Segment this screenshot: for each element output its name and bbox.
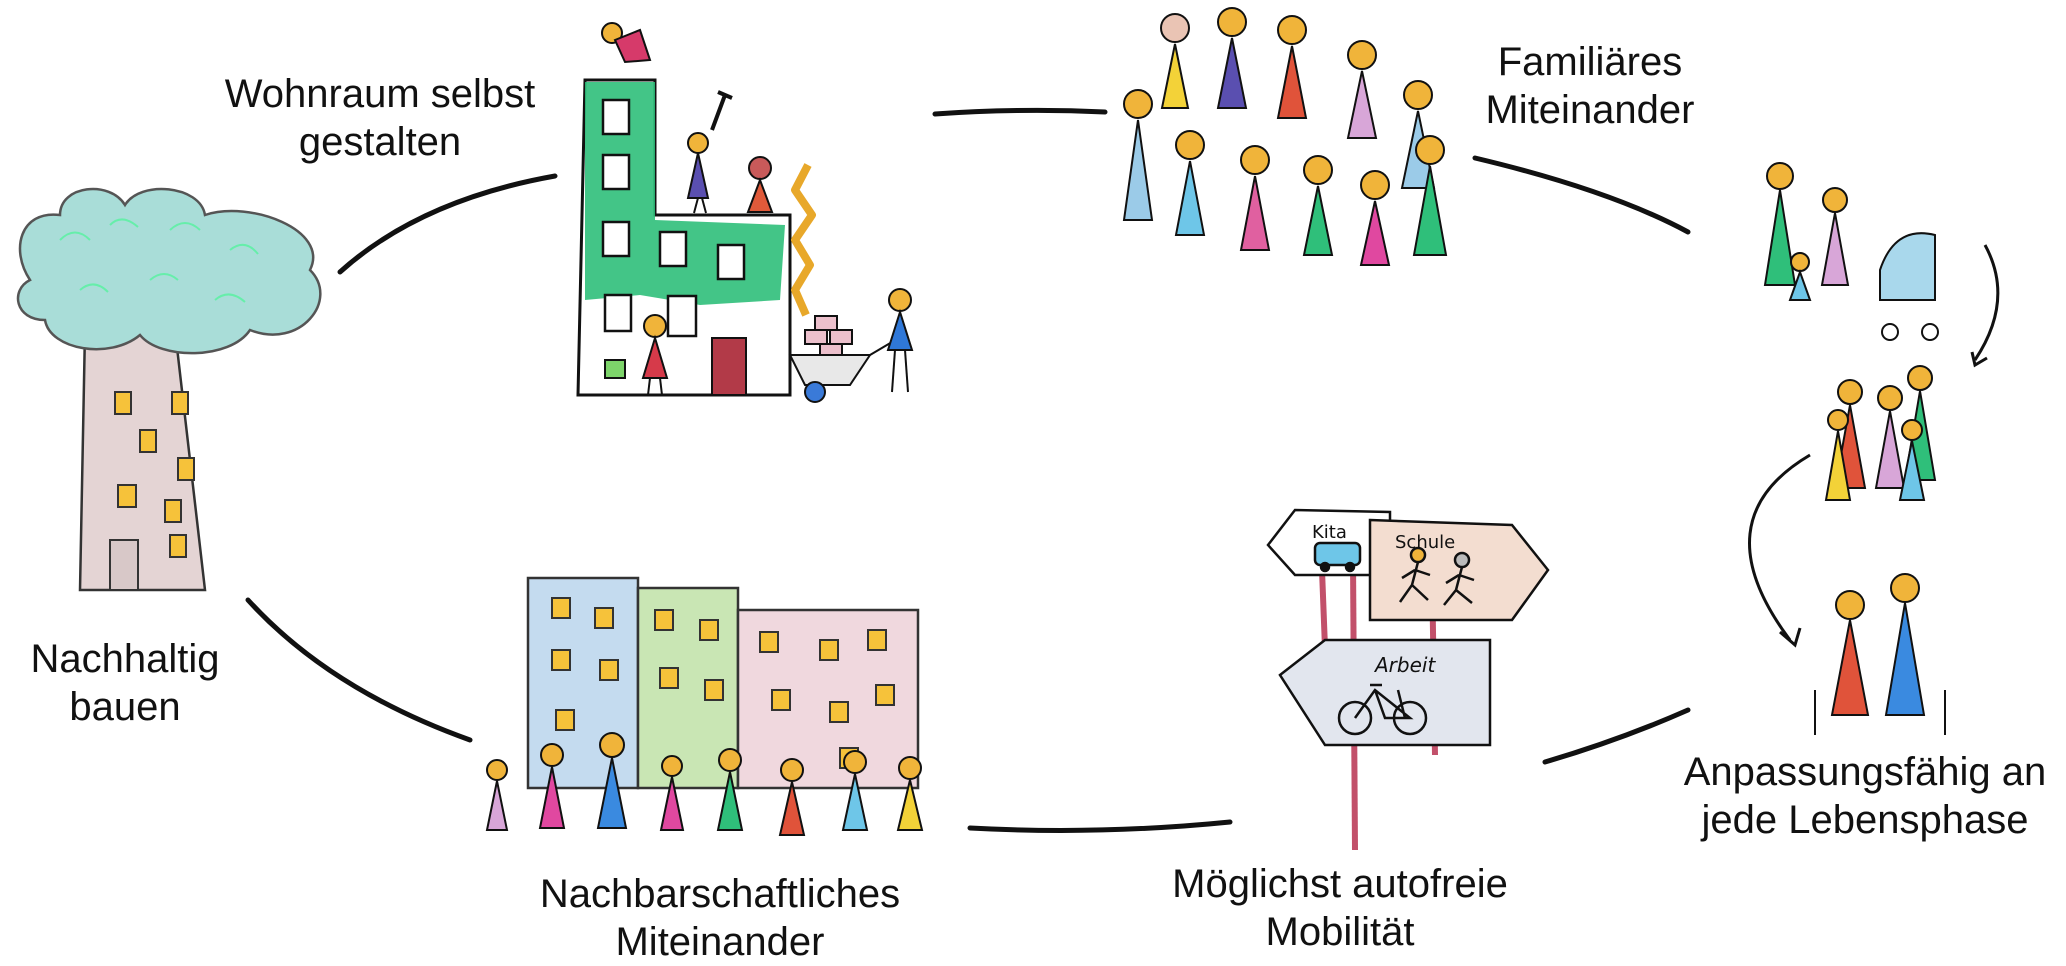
label-anpassung-line1: Anpassungsfähig an [1683,750,2047,794]
arc-signpost-to-neighbourhood [967,819,1233,833]
connector-arcs [245,107,1691,833]
label-familiaeres-line2: Miteinander [1485,88,1695,132]
arc-construction-to-family [932,107,1108,117]
label-wohnraum-line1: Wohnraum selbst [224,72,536,116]
bicycle-icon [1337,683,1428,736]
arc-family-to-lifephases [1472,155,1691,235]
label-mobilitaet: Möglichst autofreie Mobilität [1150,860,1530,956]
label-nachhaltig-line2: bauen [69,685,181,729]
neighbour-figures [485,732,924,836]
neighbourhood-icon [485,576,924,836]
runner-figures [1398,546,1475,606]
label-nachbar-line2: Miteinander [615,920,825,964]
label-mobilitaet-line2: Mobilität [1265,910,1415,954]
label-mobilitaet-line1: Möglichst autofreie [1172,862,1508,906]
wheelbarrow [788,288,914,403]
sign-kita: Kita [1312,522,1347,543]
arc-lifephases-to-signpost [1542,707,1691,765]
arc-neighbourhood-to-tree [245,597,473,743]
label-anpassung-line2: jede Lebensphase [1701,798,2029,842]
label-wohnraum-line2: gestalten [298,120,462,164]
label-nachbar-line1: Nachbarschaftliches [539,872,901,916]
life-phases-icon [1748,162,2000,735]
sign-schule: Schule [1395,532,1455,553]
signpost-icon [1266,508,1550,851]
arc-tree-to-construction [337,173,558,275]
label-wohnraum: Wohnraum selbst gestalten [210,70,550,166]
building-construction-icon [576,22,914,403]
label-nachhaltig-bauen: Nachhaltig bauen [20,635,230,731]
worker-figures [601,22,774,396]
label-anpassung: Anpassungsfähig an jede Lebensphase [1670,748,2060,844]
label-familiaeres: Familiäres Miteinander [1460,38,1720,134]
family-circle-icon [1122,7,1448,266]
bus-icon [1313,541,1362,573]
label-nachbarschaftliches: Nachbarschaftliches Miteinander [520,870,920,966]
sign-arbeit: Arbeit [1373,653,1436,677]
label-nachhaltig-line1: Nachhaltig [30,637,220,681]
label-familiaeres-line1: Familiäres [1497,40,1683,84]
stroller-icon [1879,232,1939,341]
tree-house-icon [16,187,322,592]
